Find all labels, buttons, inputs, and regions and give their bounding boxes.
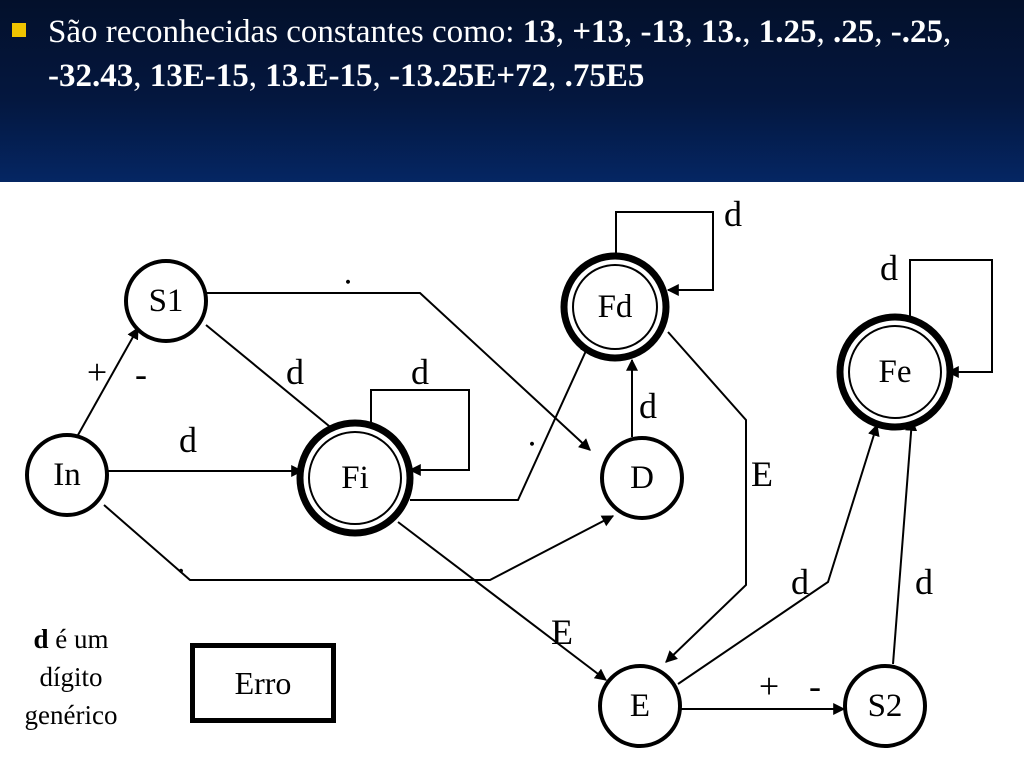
constant-value: 13. [701, 14, 743, 50]
state-label: Fd [598, 289, 633, 325]
title-bar: São reconhecidas constantes como: 13, +1… [0, 0, 1024, 182]
transition-label: d [724, 194, 742, 234]
state-label: S1 [149, 283, 184, 319]
constant-value: 13.E-15 [265, 58, 373, 94]
constant-value: -13.25E+72 [389, 58, 549, 94]
transition-label: d [286, 352, 304, 392]
transition-arrow-fd-fd [615, 211, 714, 296]
state-node-s1: S1 [124, 259, 208, 343]
error-state-box: Erro [190, 643, 336, 723]
state-label: Fe [879, 354, 912, 390]
legend-text-3: genérico [24, 700, 118, 730]
transition-label: d [791, 562, 809, 602]
transition-arrow-fd-e [665, 331, 747, 663]
transition-label: d [915, 562, 933, 602]
transition-label: d [179, 420, 197, 460]
constant-value: .75E5 [564, 58, 645, 94]
constant-value: -13 [640, 14, 685, 50]
transition-arrow-fi-fi [370, 389, 470, 476]
transition-arrow-fi-e [397, 521, 607, 681]
state-node-fi: Fi [296, 419, 414, 537]
transition-arrow-s1-d [206, 292, 591, 451]
transition-label: d [880, 248, 898, 288]
square-bullet-icon [12, 23, 26, 37]
state-label: D [630, 460, 654, 496]
transition-label: - [135, 354, 147, 394]
transition-label: d [411, 352, 429, 392]
transition-label: . [528, 417, 537, 454]
constant-value: -.25 [890, 14, 943, 50]
transition-label: . [177, 544, 186, 581]
header-text: São reconhecidas constantes como: 13, +1… [48, 10, 1014, 98]
legend-note: d é um dígito genérico [8, 620, 134, 734]
transition-label: d [639, 386, 657, 426]
transition-label: + [759, 666, 779, 706]
constant-value: 13E-15 [149, 58, 249, 94]
transition-arrow-in-d [103, 504, 615, 581]
state-node-d: D [600, 436, 684, 520]
legend-text-2: dígito [39, 662, 103, 692]
transition-label: E [751, 454, 773, 494]
state-label: S2 [868, 688, 903, 724]
transition-arrow-e-fe [677, 423, 880, 685]
transition-label: . [344, 255, 353, 292]
state-label: In [53, 457, 81, 493]
transition-arrow-s2-fe [892, 418, 918, 665]
transition-arrow-in-s1 [77, 326, 139, 436]
state-label: E [630, 688, 650, 724]
legend-symbol: d [33, 624, 49, 654]
constant-value: -32.43 [48, 58, 134, 94]
header-prefix: São reconhecidas constantes como: [48, 14, 523, 50]
legend-text-1: é um [48, 624, 109, 654]
state-node-in: In [25, 433, 109, 517]
constant-value: .25 [833, 14, 875, 50]
state-node-fe: Fe [836, 313, 954, 431]
constants-list: 13, +13, -13, 13., 1.25, .25, -.25, -32.… [48, 14, 952, 94]
state-node-fd: Fd [560, 252, 670, 362]
state-label: Fi [341, 460, 369, 496]
transition-arrow-s1-fi [205, 324, 341, 436]
transition-label: - [809, 666, 821, 706]
state-node-s2: S2 [843, 664, 927, 748]
error-state-label: Erro [234, 664, 292, 701]
transition-arrow-fi-fd [410, 340, 591, 501]
constant-value: 1.25 [758, 14, 817, 50]
transition-label: E [551, 612, 573, 652]
constant-value: +13 [572, 14, 624, 50]
state-node-e: E [598, 664, 682, 748]
constant-value: 13 [522, 14, 556, 50]
transition-arrow-fe-fe [909, 259, 993, 378]
transition-label: + [87, 352, 107, 392]
